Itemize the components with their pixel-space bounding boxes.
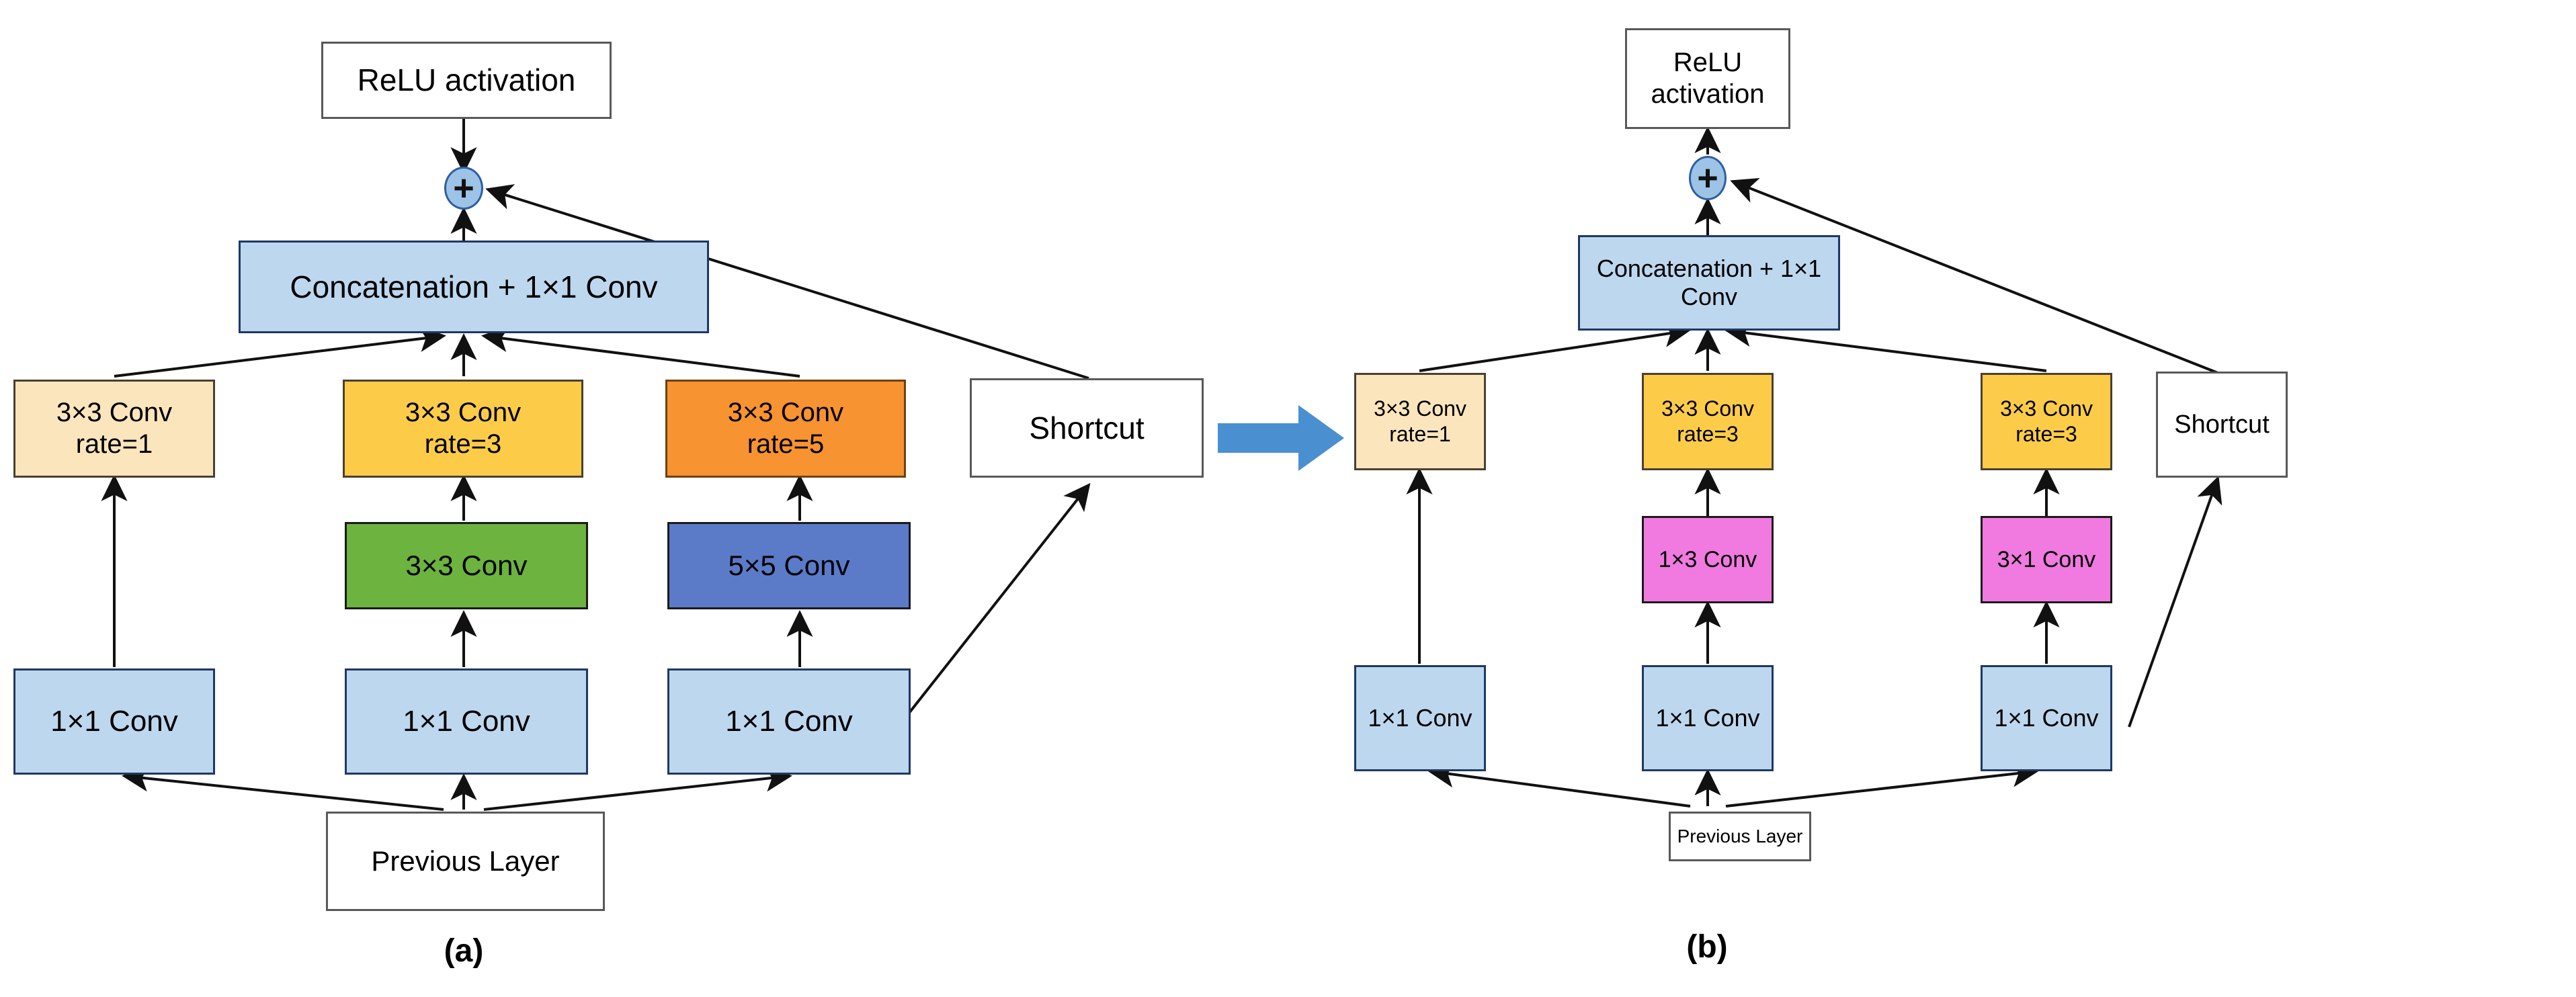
conv5x5-box-a[interactable]: 5×5 Conv [667, 522, 911, 609]
conv3x3-rate1-box-a[interactable]: 3×3 Conv rate=1 [13, 380, 215, 478]
addition-node-a[interactable]: + [444, 167, 483, 210]
conv3x3-box-a[interactable]: 3×3 Conv [345, 522, 588, 609]
conv1x1-branch3-box-b[interactable]: 1×1 Conv [1981, 665, 2112, 771]
panel-caption-b: (b) [1686, 929, 1728, 965]
shortcut-box-a[interactable]: Shortcut [970, 378, 1204, 478]
conv1x1-branch2-box-b[interactable]: 1×1 Conv [1642, 665, 1774, 771]
panel-caption-a: (a) [444, 933, 484, 969]
conv1x1-branch2-box-a[interactable]: 1×1 Conv [345, 668, 588, 775]
relu-activation-box-b[interactable]: ReLU activation [1625, 28, 1790, 129]
conv3x3-rate3-box-a[interactable]: 3×3 Conv rate=3 [343, 380, 583, 478]
previous-layer-box-a[interactable]: Previous Layer [326, 812, 605, 911]
concatenation-box-b[interactable]: Concatenation + 1×1 Conv [1578, 235, 1840, 331]
conv1x1-branch3-box-a[interactable]: 1×1 Conv [667, 668, 911, 775]
previous-layer-box-b[interactable]: Previous Layer [1669, 812, 1811, 861]
conv3x3-rate3-right-box-b[interactable]: 3×3 Conv rate=3 [1981, 373, 2112, 470]
concatenation-box-a[interactable]: Concatenation + 1×1 Conv [239, 241, 709, 333]
conv3x3-rate3-left-box-b[interactable]: 3×3 Conv rate=3 [1642, 373, 1774, 470]
conv1x1-branch1-box-a[interactable]: 1×1 Conv [13, 668, 215, 775]
rightwards-block-arrow [1218, 403, 1345, 474]
conv1x1-branch1-box-b[interactable]: 1×1 Conv [1354, 665, 1486, 771]
shortcut-box-b[interactable]: Shortcut [2156, 372, 2288, 478]
conv1x3-box-b[interactable]: 1×3 Conv [1642, 516, 1774, 603]
conv3x3-rate1-box-b[interactable]: 3×3 Conv rate=1 [1354, 373, 1486, 470]
relu-activation-box-a[interactable]: ReLU activation [321, 42, 612, 119]
conv3x1-box-b[interactable]: 3×1 Conv [1981, 516, 2112, 603]
addition-node-b[interactable]: + [1689, 156, 1727, 200]
conv3x3-rate5-box-a[interactable]: 3×3 Conv rate=5 [665, 380, 906, 478]
